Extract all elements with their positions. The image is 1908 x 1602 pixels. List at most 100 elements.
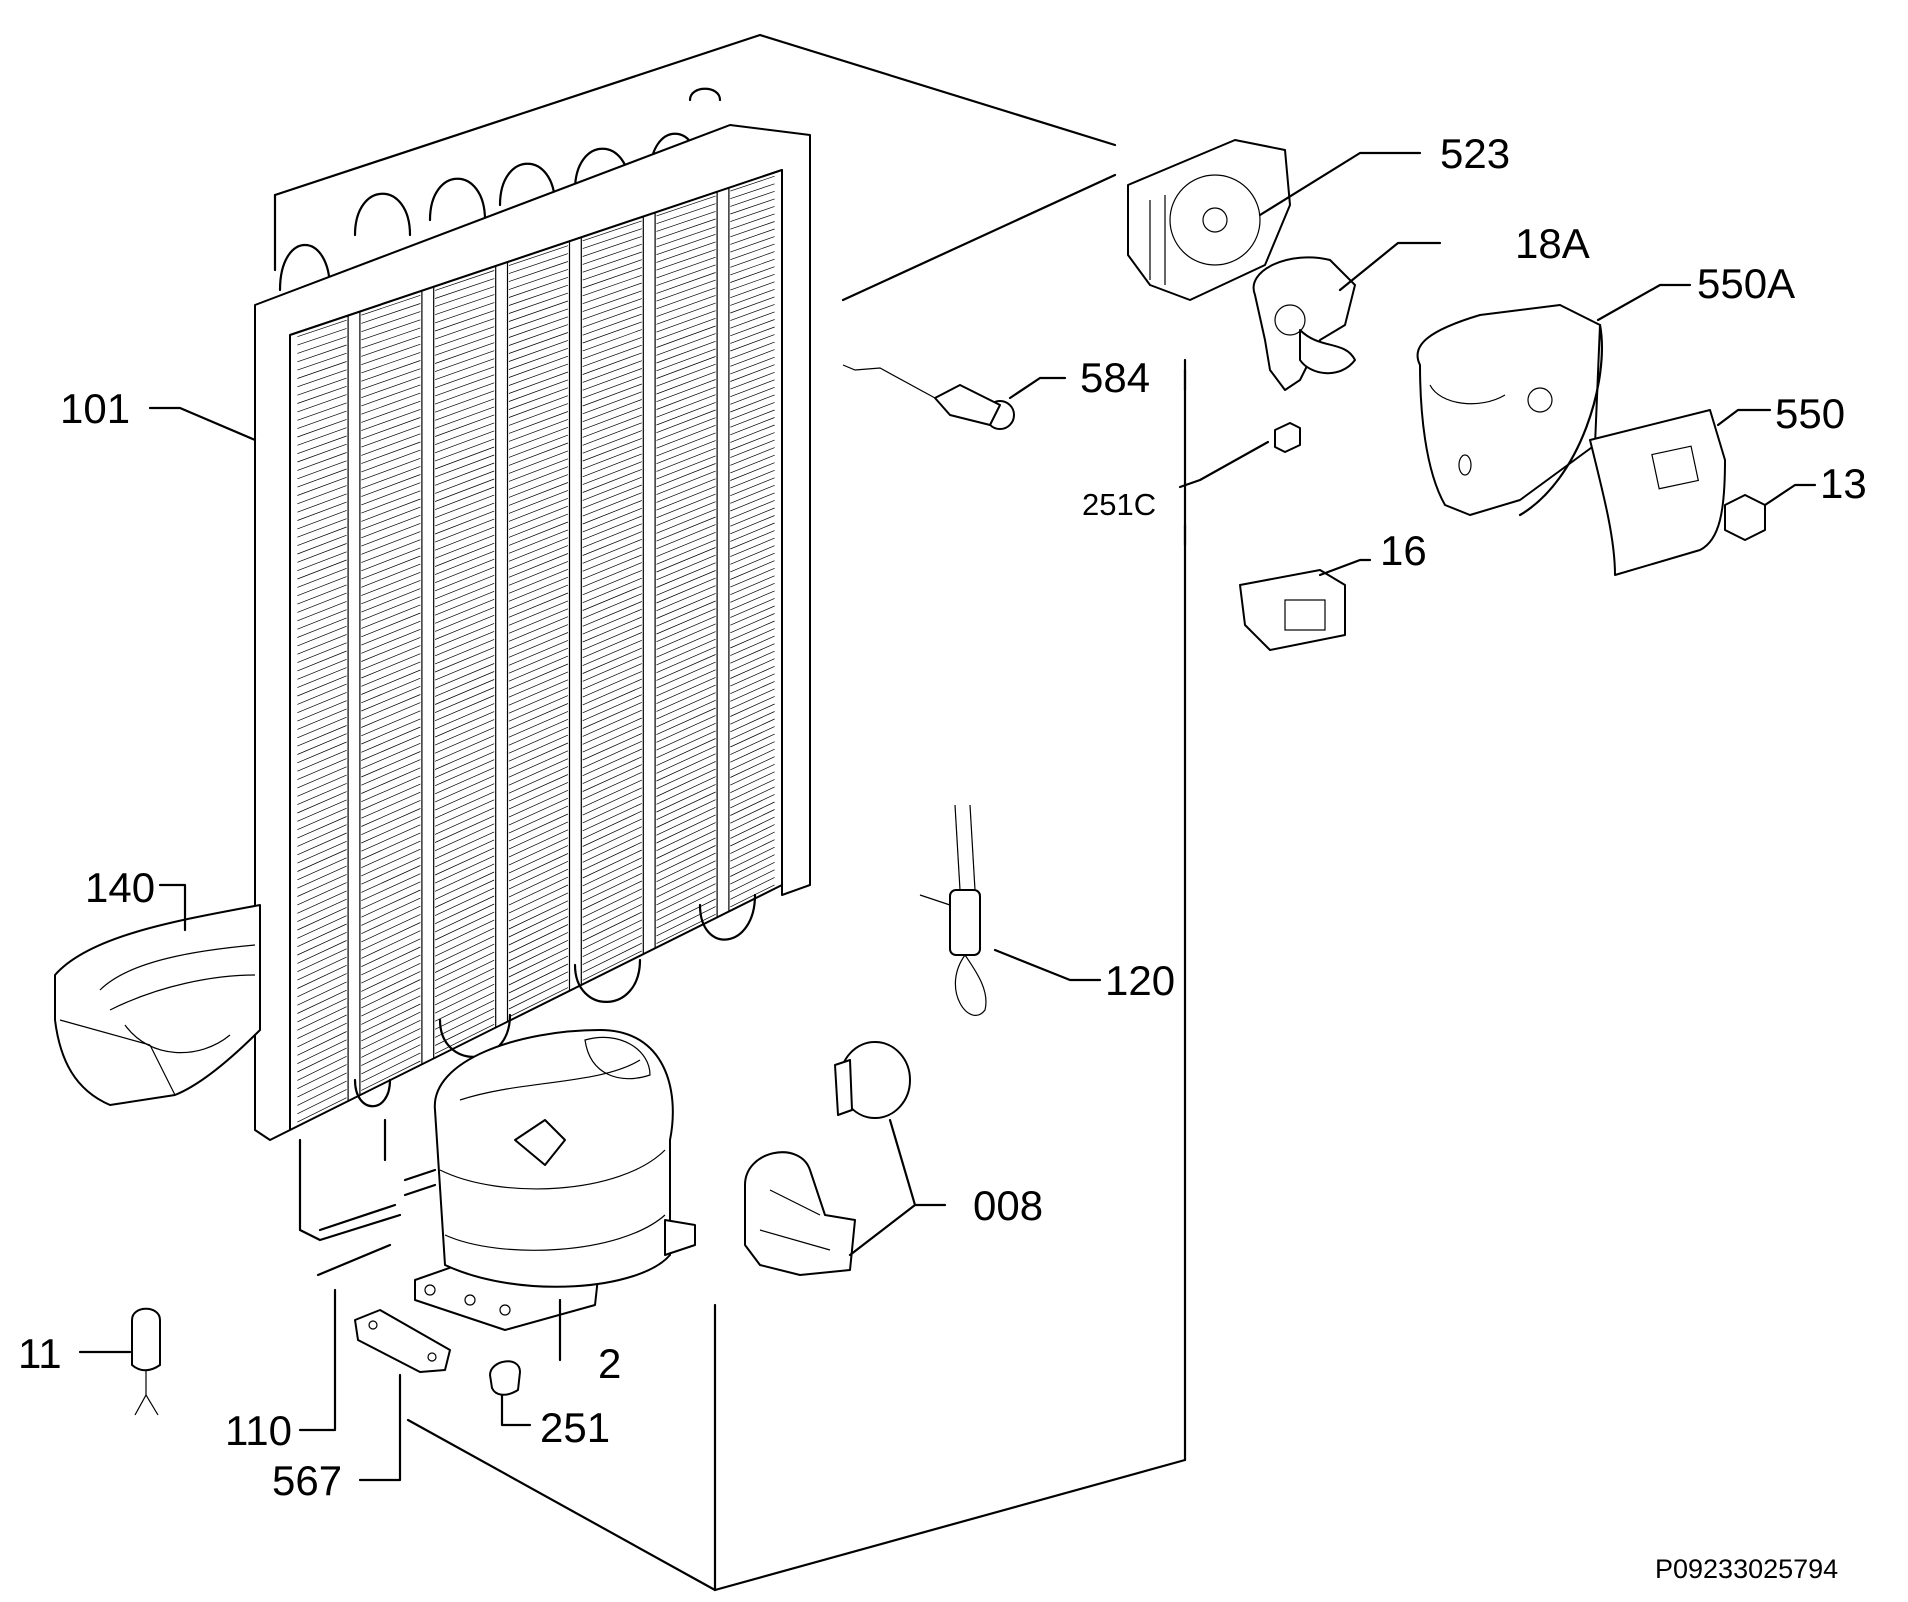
fin-line xyxy=(434,951,495,981)
fin-line xyxy=(297,981,347,1006)
fin-line xyxy=(361,865,421,893)
fin-line xyxy=(297,625,347,647)
fin-line xyxy=(582,655,642,682)
fin-line xyxy=(434,879,495,908)
fin-line xyxy=(656,470,716,495)
fin-line xyxy=(434,566,495,592)
fin-line xyxy=(582,624,642,651)
fin-line xyxy=(656,791,716,821)
fin-line xyxy=(582,274,642,297)
fin-line xyxy=(656,722,716,751)
fin-line xyxy=(297,1064,347,1090)
fin-line xyxy=(361,311,421,333)
fin-line xyxy=(297,749,347,772)
fin-line xyxy=(582,298,642,320)
fin-line xyxy=(730,341,775,360)
fin-line xyxy=(508,537,569,562)
fin-line xyxy=(730,386,775,405)
fin-line xyxy=(361,857,421,885)
fin-line xyxy=(297,923,347,948)
fin-line xyxy=(434,358,495,381)
fin-line xyxy=(508,853,569,882)
fin-line xyxy=(730,801,775,824)
fin-line xyxy=(297,741,347,764)
fin-line xyxy=(582,523,642,548)
fin-line xyxy=(434,550,495,575)
fin-line xyxy=(434,526,495,551)
fin-line xyxy=(656,279,716,302)
label-140: 140 xyxy=(85,864,155,911)
fin-line xyxy=(297,460,347,480)
compressor-2 xyxy=(403,1029,696,1362)
fin-line xyxy=(656,738,716,766)
fin-line xyxy=(582,251,642,273)
fin-line xyxy=(434,991,495,1022)
part-11 xyxy=(78,1307,161,1416)
fin-line xyxy=(656,913,716,944)
fin-line xyxy=(656,432,716,457)
fin-line xyxy=(508,592,569,618)
fin-line xyxy=(434,382,495,405)
fin-line xyxy=(730,462,775,481)
fin-line xyxy=(730,319,775,337)
fin-line xyxy=(361,808,421,836)
callout-labels: 523 18A 550A 584 101 550 251C 13 16 140 … xyxy=(18,130,1867,1584)
fin-line xyxy=(730,266,775,283)
fin-line xyxy=(361,303,421,324)
fin-line xyxy=(582,694,642,722)
fin-line xyxy=(297,683,347,705)
fin-line xyxy=(508,419,569,442)
fin-line xyxy=(361,1028,421,1058)
fin-line xyxy=(508,797,569,826)
fin-line xyxy=(297,419,347,438)
fin-line xyxy=(361,962,421,992)
fin-line xyxy=(297,766,347,789)
fin-line xyxy=(434,623,495,649)
fin-line xyxy=(582,639,642,666)
fin-line xyxy=(730,809,775,832)
fin-line xyxy=(508,679,569,706)
fin-line xyxy=(508,505,569,530)
fin-line xyxy=(730,221,775,238)
label-584: 584 xyxy=(1080,354,1150,401)
fin-line xyxy=(582,399,642,423)
fin-line xyxy=(656,226,716,248)
label-550: 550 xyxy=(1775,390,1845,437)
fin-line xyxy=(361,1060,421,1091)
label-120: 120 xyxy=(1105,957,1175,1004)
fin-line xyxy=(508,300,569,322)
panel-550 xyxy=(1589,408,1772,576)
fin-line xyxy=(361,449,421,473)
fin-line xyxy=(297,567,347,588)
fin-line xyxy=(297,874,347,897)
fin-line xyxy=(508,655,569,682)
fin-line xyxy=(656,860,716,890)
fin-line xyxy=(361,588,421,613)
fin-line xyxy=(297,501,347,521)
fin-line xyxy=(434,855,495,884)
fan-housing-523 xyxy=(1127,139,1422,301)
fin-line xyxy=(730,258,775,276)
fin-line xyxy=(297,824,347,847)
fin-line xyxy=(730,748,775,771)
fin-line xyxy=(361,620,421,646)
fin-line xyxy=(361,734,421,761)
fin-line xyxy=(656,264,716,286)
fin-line xyxy=(434,895,495,925)
fin-line xyxy=(434,470,495,494)
fin-line xyxy=(582,461,642,485)
label-101: 101 xyxy=(60,385,130,432)
fin-line xyxy=(582,321,642,344)
fin-line xyxy=(582,601,642,627)
fin-line xyxy=(730,643,775,664)
fin-line xyxy=(297,940,347,964)
fin-line xyxy=(508,687,569,714)
fin-line xyxy=(361,1011,421,1042)
fin-line xyxy=(656,654,716,681)
fin-line xyxy=(361,661,421,687)
fin-line xyxy=(582,414,642,438)
fin-line xyxy=(297,394,347,413)
fin-line xyxy=(297,1014,347,1039)
fin-line xyxy=(508,308,569,330)
fin-line xyxy=(730,243,775,261)
